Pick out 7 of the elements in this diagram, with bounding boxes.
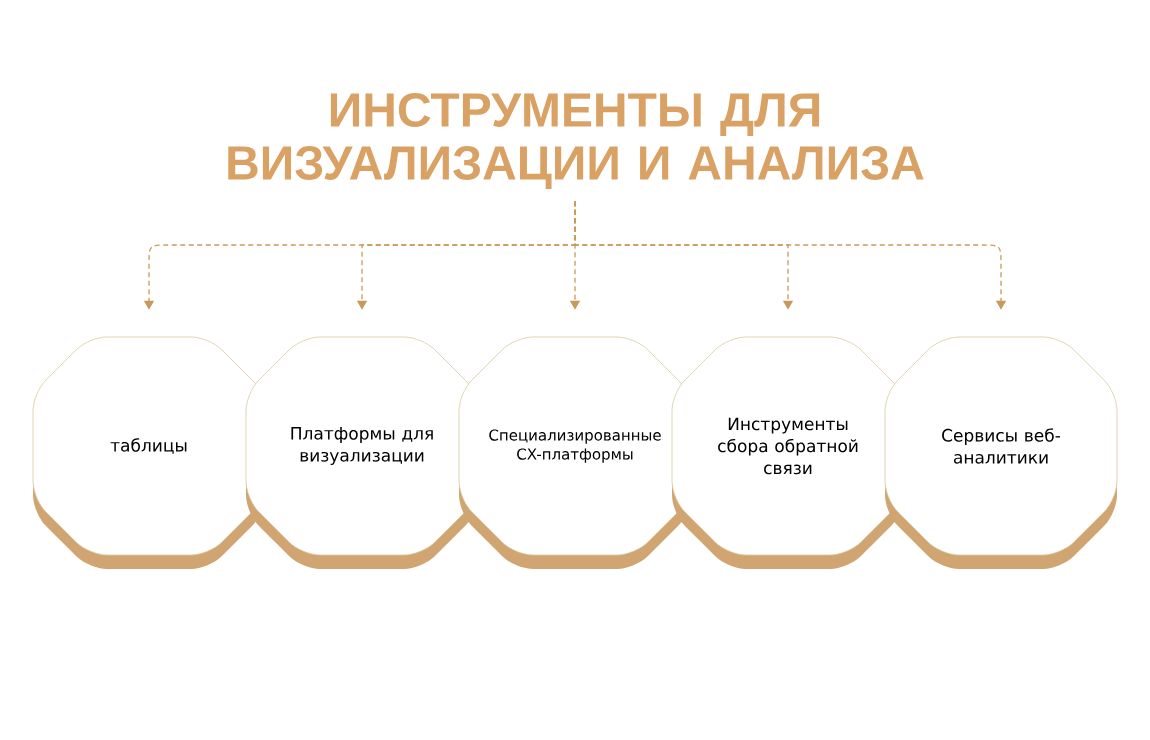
dashed-arrow: [574, 200, 1007, 310]
octagon-card: Платформы для визуализации: [245, 336, 479, 569]
octagon-card: таблицы: [32, 336, 266, 569]
octagon-card: Сервисы веб-аналитики: [884, 336, 1118, 569]
octagon-card: Специализированные CX-платформы: [458, 336, 692, 569]
heading: ИНСТРУМЕНТЫ ДЛЯ ВИЗУАЛИЗАЦИИ И АНАЛИЗА: [228, 92, 924, 190]
octagon-card: Инструменты сбора обратной связи: [671, 336, 905, 569]
